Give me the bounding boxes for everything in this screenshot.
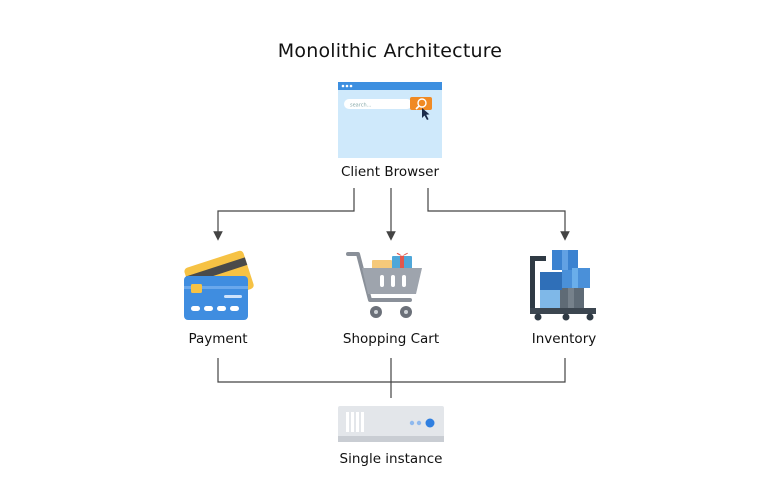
single-instance-label: Single instance — [339, 451, 443, 467]
credit-card-icon — [184, 250, 254, 320]
browser-window-icon: search... — [338, 82, 442, 158]
search-placeholder-text: search... — [350, 103, 372, 109]
payment-label: Payment — [188, 331, 248, 347]
arrow-to-payment — [213, 188, 355, 241]
inventory-label: Inventory — [531, 331, 597, 347]
arrow-to-inventory — [427, 188, 570, 241]
server-icon — [338, 406, 444, 442]
client-browser-label: Client Browser — [340, 164, 440, 180]
diagram-title: Monolithic Architecture — [277, 40, 503, 62]
inventory-boxes-icon — [530, 250, 596, 321]
shopping-cart-label: Shopping Cart — [342, 331, 440, 347]
shopping-cart-icon — [346, 252, 422, 318]
